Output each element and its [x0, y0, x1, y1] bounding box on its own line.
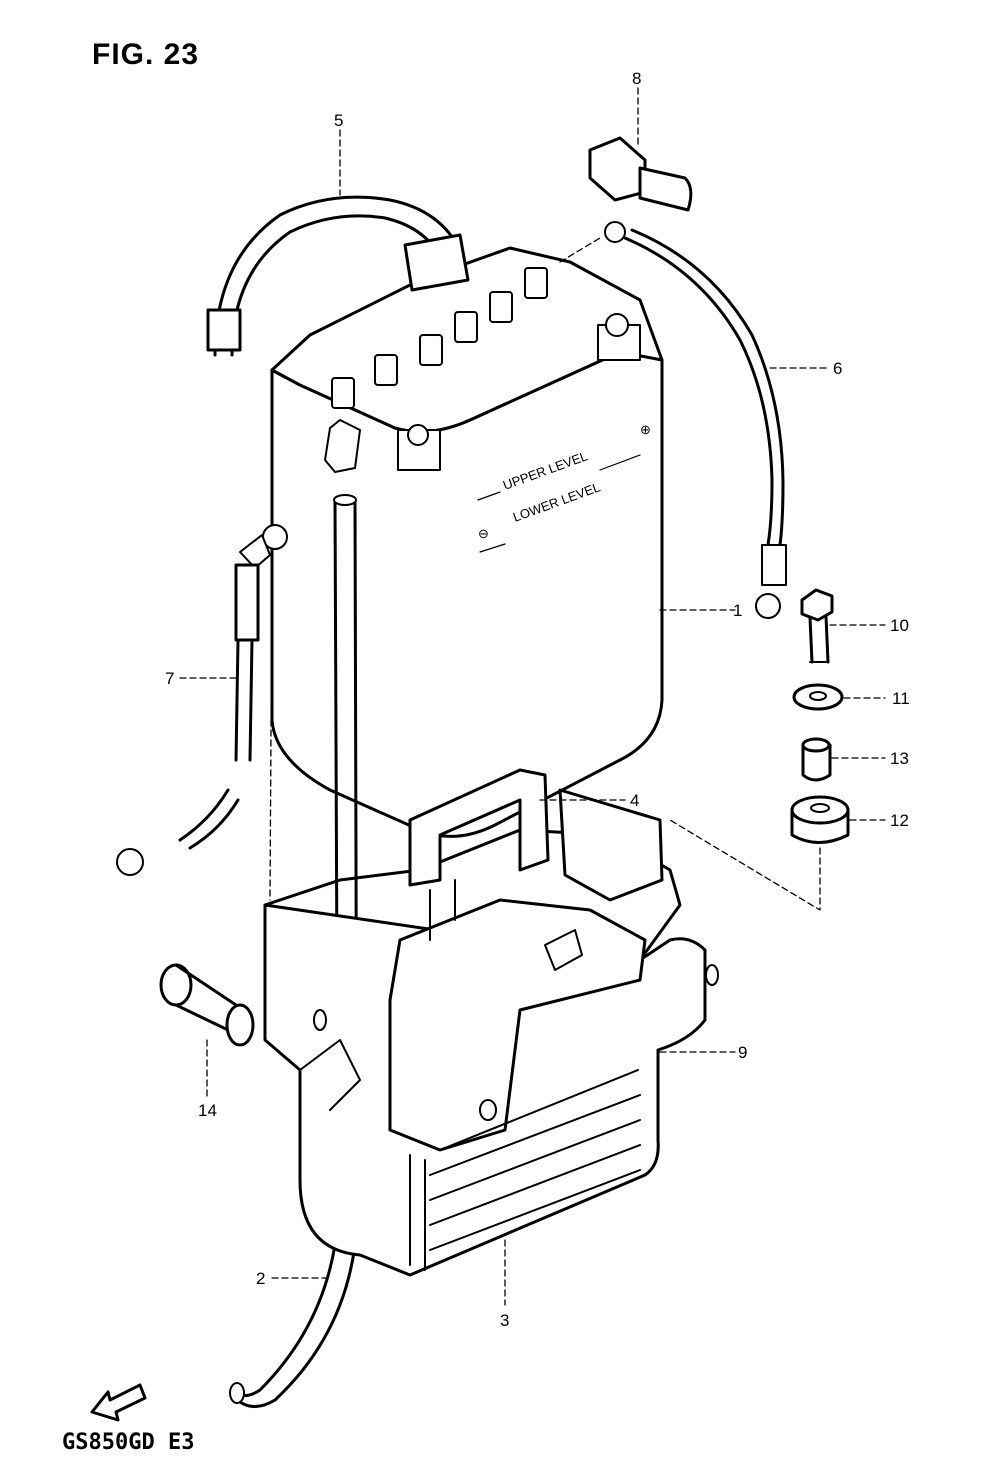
battery-tray-pad — [408, 768, 664, 941]
callout-numbers: 1 2 3 4 5 6 7 8 9 10 11 12 13 14 — [165, 69, 910, 1330]
battery: UPPER LEVEL LOWER LEVEL ⊖ ⊕ — [270, 246, 664, 838]
model-code: GS850GD E3 — [62, 1430, 195, 1455]
callout-14: 14 — [198, 1101, 217, 1120]
callout-10: 10 — [890, 616, 909, 635]
positive-lead-wire — [604, 221, 787, 619]
callout-12: 12 — [890, 811, 909, 830]
callout-5: 5 — [334, 111, 343, 130]
callout-11: 11 — [892, 689, 910, 708]
callout-4: 4 — [630, 791, 639, 810]
terminal-cover — [588, 136, 693, 212]
battery-terminal-positive — [597, 313, 641, 361]
battery-terminal-negative — [397, 424, 441, 471]
callout-2: 2 — [256, 1269, 265, 1288]
callout-13: 13 — [890, 749, 909, 768]
callout-1: 1 — [733, 601, 742, 620]
figure-title: FIG. 23 — [92, 38, 200, 71]
leader-lines — [179, 87, 886, 1306]
mounting-grommet — [159, 963, 255, 1047]
minus-symbol: ⊖ — [478, 526, 489, 541]
battery-holder — [263, 828, 719, 1277]
callout-6: 6 — [833, 359, 842, 378]
callout-9: 9 — [738, 1043, 747, 1062]
battery-strap — [206, 195, 470, 357]
battery-cell-caps — [331, 267, 548, 409]
plus-symbol: ⊕ — [640, 422, 651, 437]
rubber-cushion — [790, 795, 850, 844]
bolt — [800, 588, 834, 664]
forward-direction-arrow: FWD — [90, 1383, 147, 1422]
spacer-collar — [801, 737, 832, 782]
callout-3: 3 — [500, 1311, 509, 1330]
callout-8: 8 — [632, 69, 641, 88]
callout-7: 7 — [165, 669, 174, 688]
negative-lead-wire — [116, 524, 288, 876]
washer — [792, 683, 844, 711]
